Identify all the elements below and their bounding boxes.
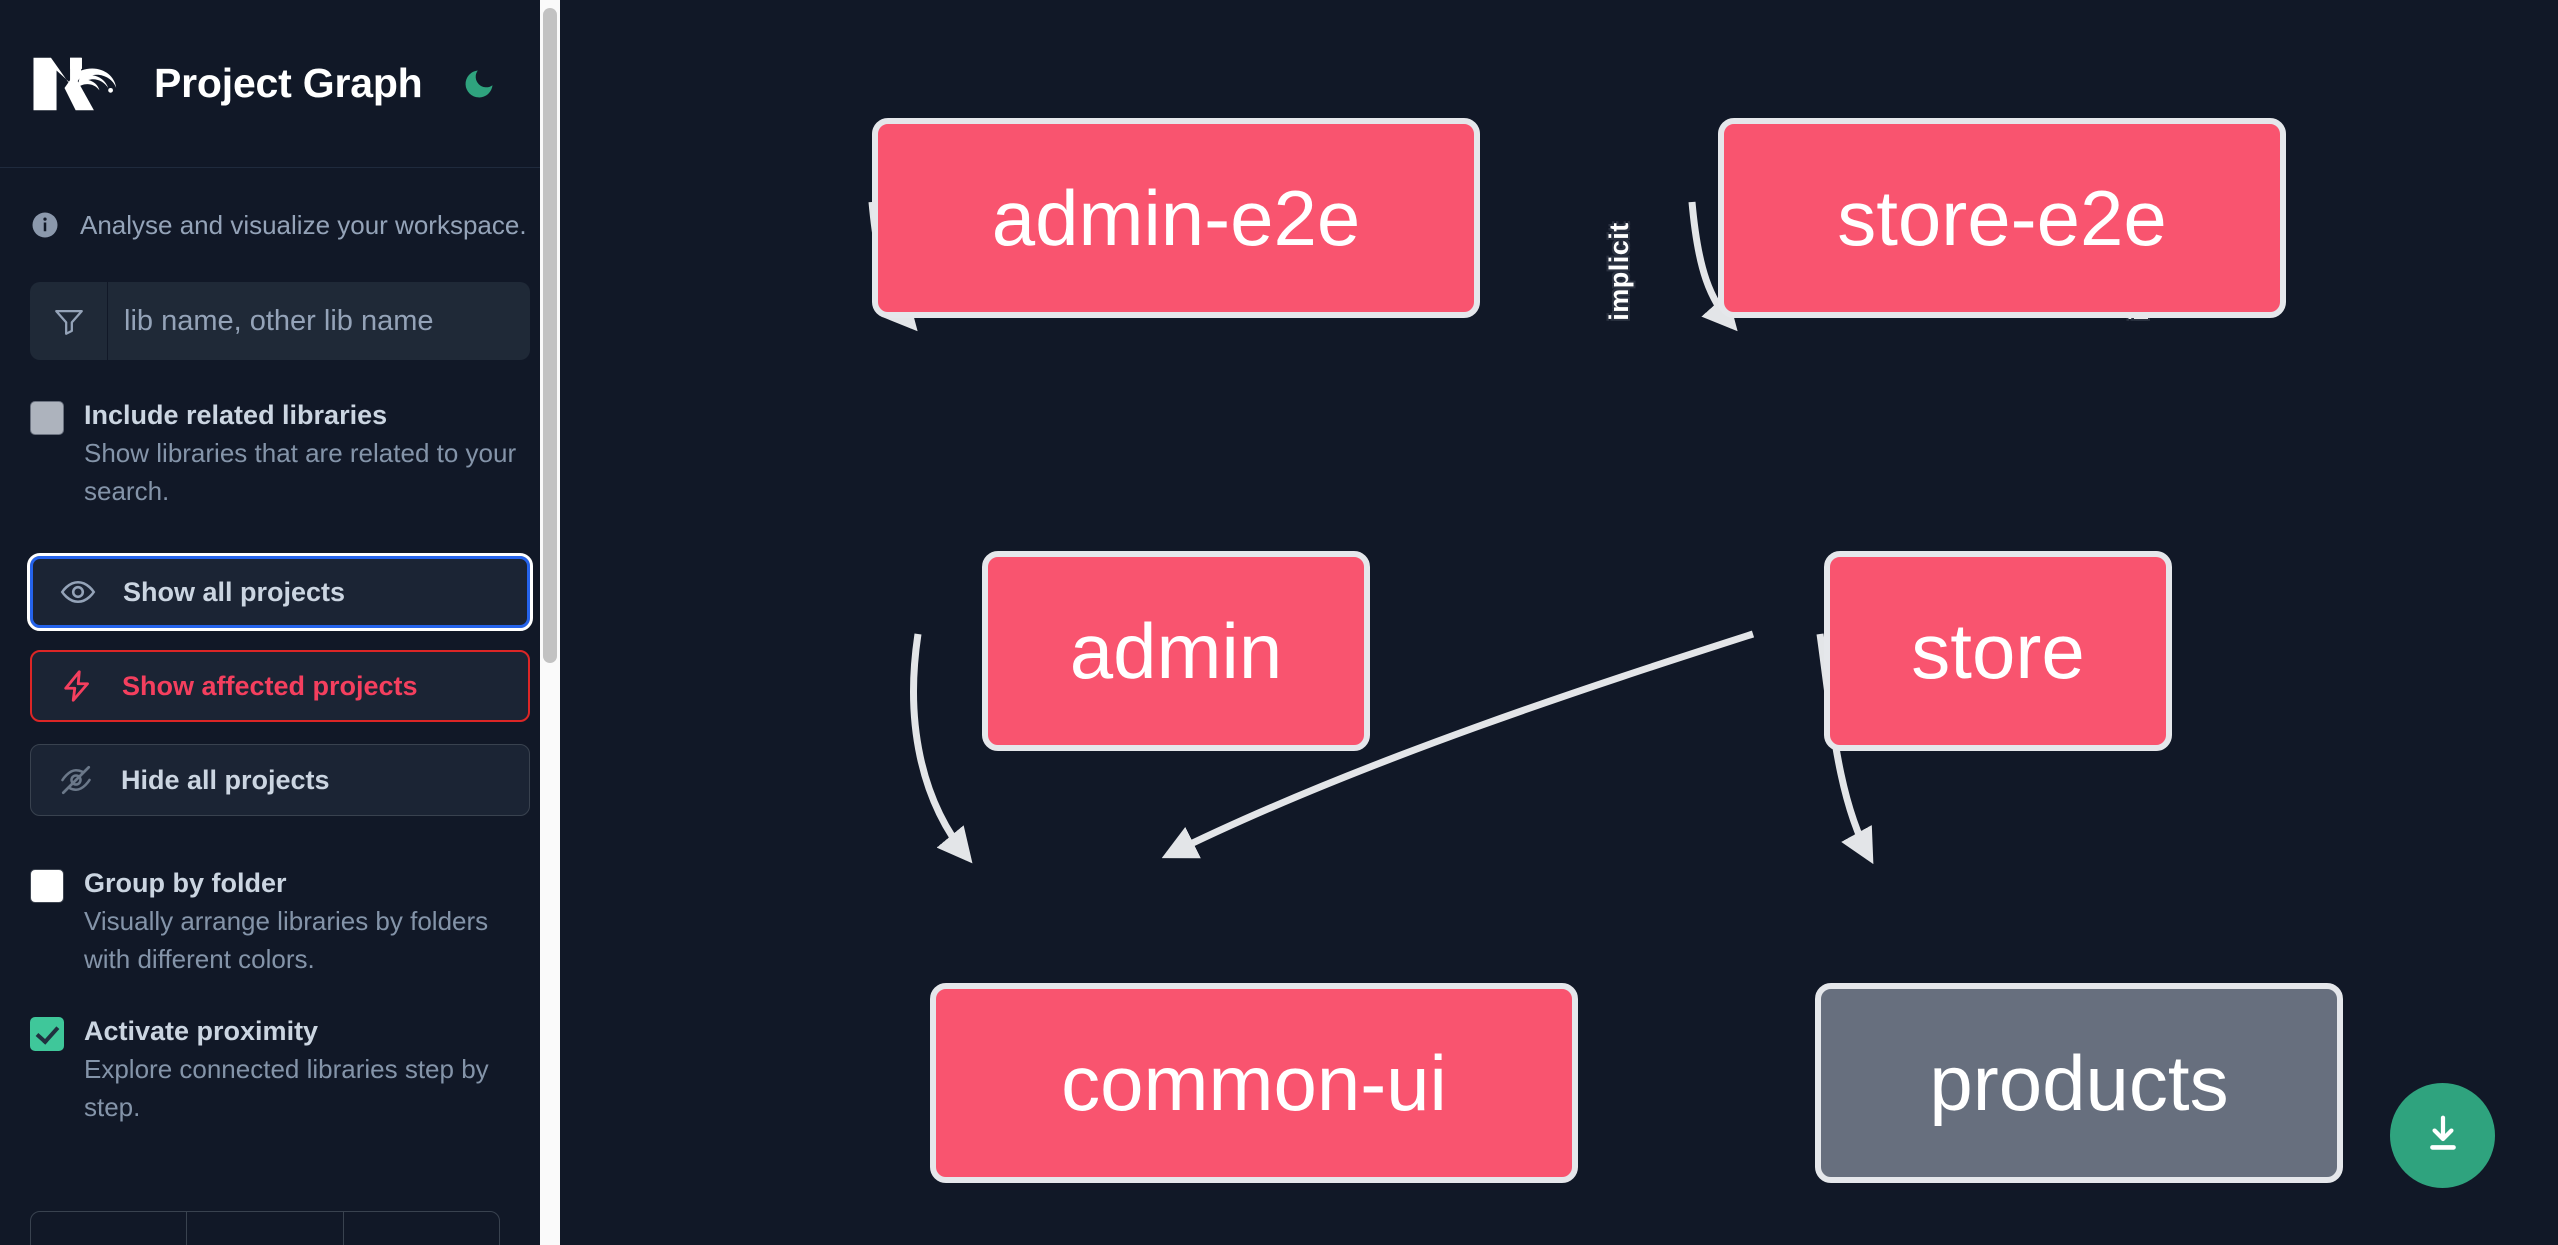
sidebar-scrollbar-thumb[interactable] <box>543 8 557 663</box>
proximity-step-increase[interactable] <box>344 1212 499 1245</box>
graph-node-label: common-ui <box>1061 1038 1447 1127</box>
show-all-projects-button[interactable]: Show all projects <box>27 553 533 632</box>
moon-icon[interactable] <box>461 66 497 102</box>
sidebar-tagline: Analyse and visualize your workspace. <box>0 168 560 282</box>
download-icon <box>2420 1111 2466 1160</box>
filter-icon <box>52 304 86 338</box>
option-label: Group by folder <box>84 868 287 899</box>
proximity-step-decrease[interactable] <box>31 1212 188 1245</box>
download-graph-button[interactable] <box>2390 1083 2495 1188</box>
group-by-folder-checkbox[interactable] <box>30 869 64 904</box>
sidebar-header: Project Graph <box>0 0 560 168</box>
eye-icon <box>59 573 97 611</box>
show-all-projects-label: Show all projects <box>123 576 346 607</box>
show-affected-projects-label: Show affected projects <box>122 670 418 701</box>
option-label: Activate proximity <box>84 1016 319 1047</box>
show-affected-projects-button[interactable]: Show affected projects <box>30 650 530 723</box>
edge-admin-to-common-ui <box>910 633 973 864</box>
include-related-libraries-checkbox[interactable] <box>30 401 64 435</box>
sidebar-scrollbar[interactable] <box>540 0 560 1245</box>
option-activate-proximity[interactable]: Activate proximity Explore connected lib… <box>0 1012 560 1126</box>
proximity-step-control-group[interactable] <box>30 1211 500 1245</box>
page-title: Project Graph <box>154 60 423 106</box>
option-texts: Group by folder Visually arrange librari… <box>84 864 524 978</box>
graph-node-label: admin <box>1069 606 1283 695</box>
hide-all-projects-button[interactable]: Hide all projects <box>30 744 530 817</box>
option-label: Include related libraries <box>84 400 388 430</box>
graph-node-store[interactable]: store <box>1824 551 2172 751</box>
graph-node-label: store-e2e <box>1837 173 2167 262</box>
edge-label-implicit-admin: implicit <box>1603 222 1634 321</box>
option-description: Visually arrange libraries by folders wi… <box>84 906 489 974</box>
eye-off-icon <box>57 761 95 799</box>
search-input[interactable] <box>108 282 530 360</box>
graph-node-common-ui[interactable]: common-ui <box>930 983 1578 1183</box>
option-include-related-libraries[interactable]: Include related libraries Show libraries… <box>0 396 560 510</box>
graph-node-label: store <box>1911 606 2085 695</box>
lightning-icon <box>58 667 96 705</box>
graph-canvas[interactable]: implicit implicit admin-e2e store-e2e ad… <box>560 0 2558 1245</box>
option-texts: Include related libraries Show libraries… <box>84 396 524 510</box>
activate-proximity-checkbox[interactable] <box>30 1017 64 1052</box>
proximity-step-value[interactable] <box>187 1212 344 1245</box>
hide-all-projects-label: Hide all projects <box>121 764 330 795</box>
filter-icon-box <box>30 282 108 360</box>
graph-node-label: admin-e2e <box>991 173 1361 262</box>
graph-node-label: products <box>1929 1038 2229 1127</box>
graph-node-admin[interactable]: admin <box>982 551 1370 751</box>
sidebar-tagline-text: Analyse and visualize your workspace. <box>80 209 527 240</box>
search-filter-bar[interactable] <box>30 282 530 360</box>
option-group-by-folder[interactable]: Group by folder Visually arrange librari… <box>0 864 560 978</box>
edge-store-e2e-to-store <box>1688 201 1738 332</box>
nx-logo-icon <box>30 53 126 115</box>
edge-store-to-common-ui <box>1161 630 1755 859</box>
graph-node-store-e2e[interactable]: store-e2e <box>1718 118 2286 318</box>
option-description: Explore connected libraries step by step… <box>84 1054 489 1122</box>
graph-node-products[interactable]: products <box>1815 983 2343 1183</box>
projects-button-group: Show all projects Show affected projects <box>0 553 560 817</box>
sidebar: Project Graph Analyse and visualize your… <box>0 0 560 1245</box>
option-description: Show libraries that are related to your … <box>84 438 517 506</box>
option-texts: Activate proximity Explore connected lib… <box>84 1012 524 1126</box>
info-icon <box>30 210 60 240</box>
graph-node-admin-e2e[interactable]: admin-e2e <box>872 118 1480 318</box>
